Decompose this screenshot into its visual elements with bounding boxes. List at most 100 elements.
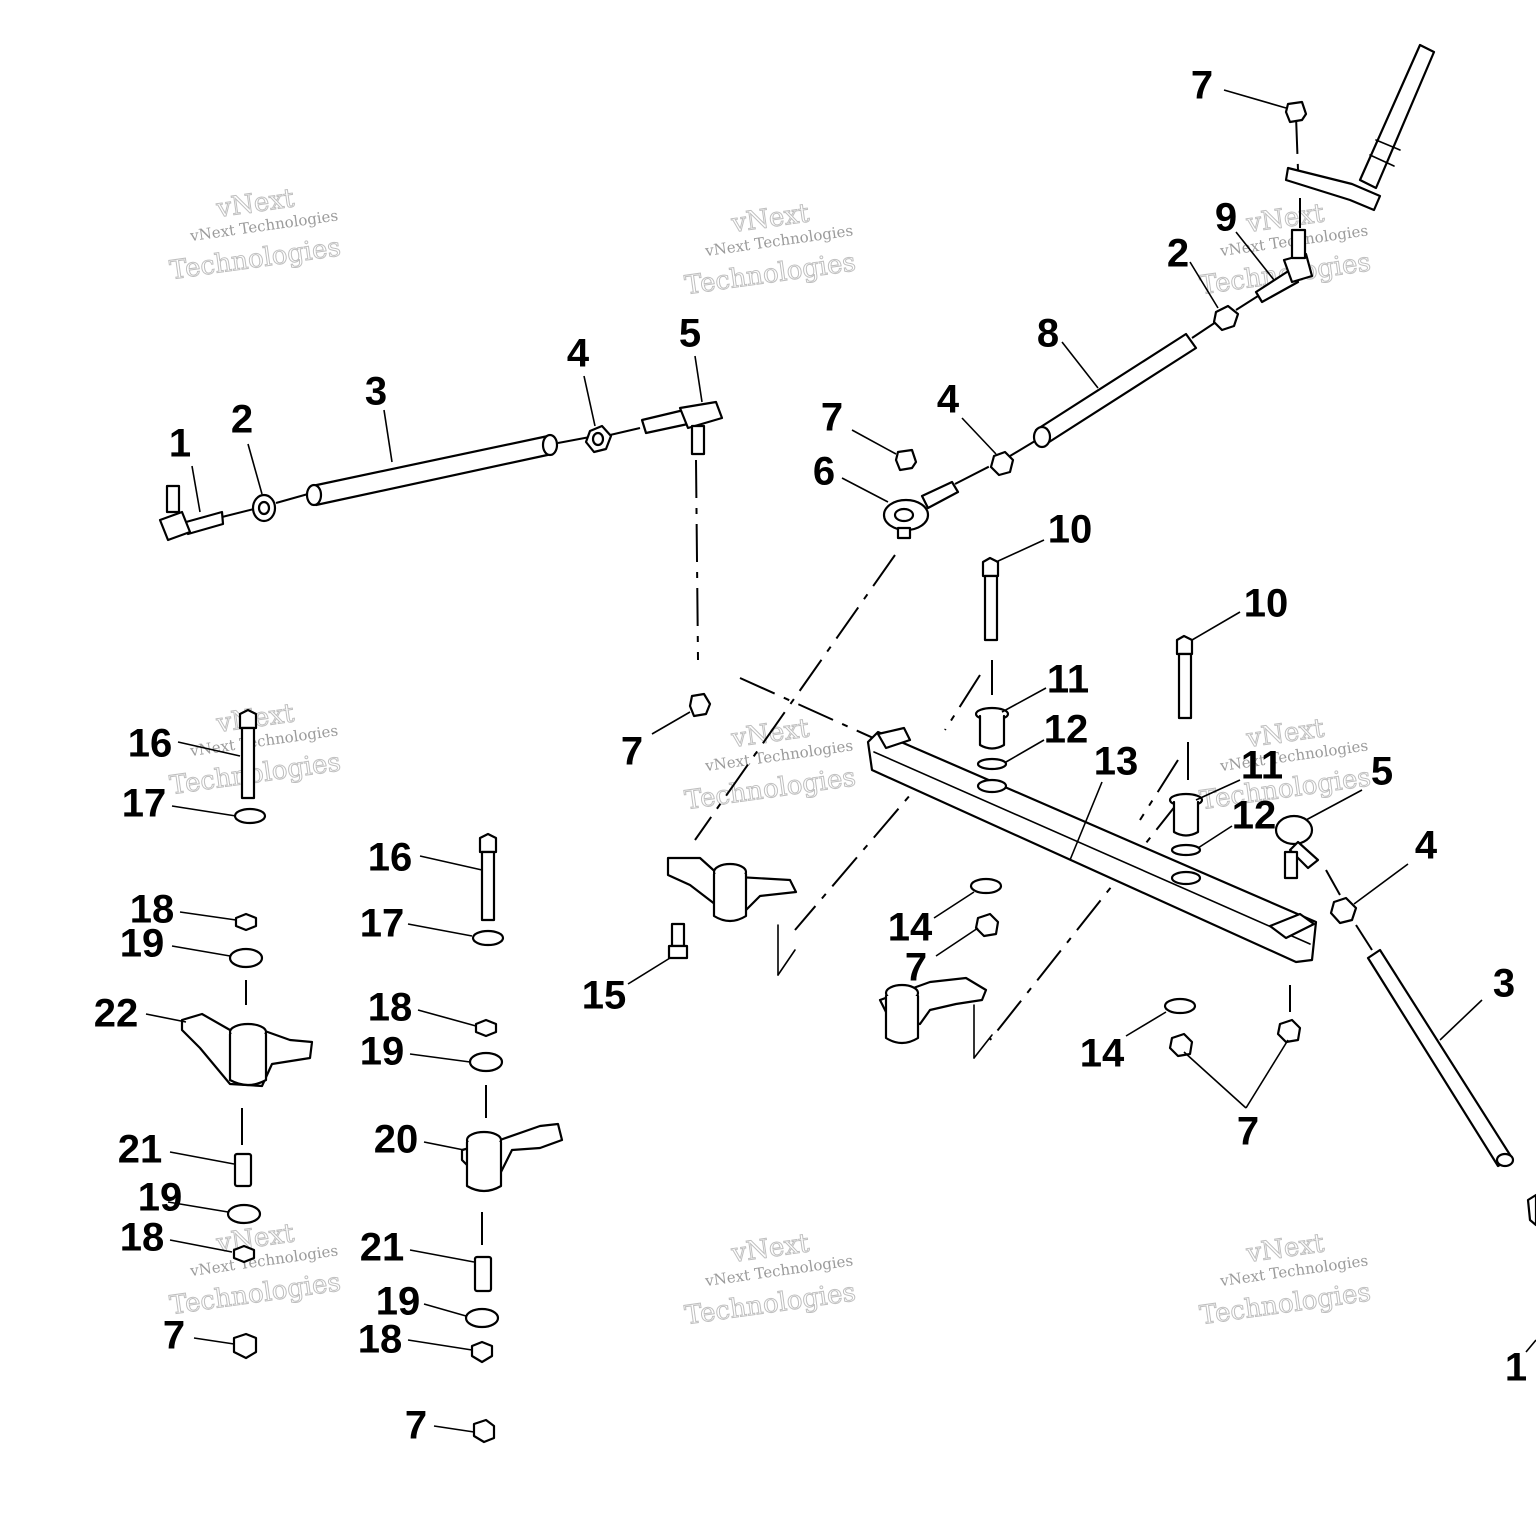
tie-rod-tube-end [1495, 1152, 1515, 1168]
leader-line [171, 805, 237, 817]
o-ring [1170, 843, 1202, 857]
callout-19: 19 [120, 922, 165, 966]
leader-line [1223, 89, 1287, 109]
watermark: vNext vNext Technologies Technologies [167, 183, 343, 287]
flat-washer [969, 877, 1003, 895]
center-line [1235, 295, 1259, 311]
callout-17: 17 [360, 902, 405, 946]
tie-rod-right [1366, 948, 1536, 1227]
ball-joint-stem [1254, 268, 1300, 304]
center-line [275, 493, 309, 504]
jam-nut [989, 450, 1015, 477]
bolt [478, 832, 498, 922]
leader-line [417, 1009, 477, 1027]
watermark: vNext vNext Technologies Technologies [1197, 1228, 1373, 1332]
tie-rod-end-stem [920, 480, 960, 510]
leader-line [1195, 779, 1241, 801]
callout-7: 7 [621, 730, 643, 774]
callout-7: 7 [1237, 1110, 1259, 1154]
tie-rod-end-body [678, 400, 724, 430]
lock-nut-body [688, 692, 712, 718]
spindle-bracket [878, 976, 988, 1045]
tie-rod-end-stud [1283, 850, 1299, 880]
tie-rod-tube [1366, 948, 1514, 1168]
center-line [557, 436, 591, 444]
center-line [609, 427, 641, 436]
leader-line [933, 891, 975, 919]
center-line [1295, 115, 1299, 171]
bolt-shank [983, 574, 999, 642]
leader-line [1245, 1039, 1289, 1109]
bolt-shank [1177, 652, 1193, 720]
lock-nut-body [894, 448, 918, 472]
lock-nut [474, 1018, 498, 1038]
spacer-washer [228, 947, 264, 969]
bushing [1168, 792, 1204, 837]
callout-labels: 1 2 3 4 5 7 6 4 8 2 9 7 10 10 11 12 13 1… [94, 64, 1527, 1448]
leader-line [407, 923, 473, 937]
jam-nut-body [1329, 896, 1358, 925]
tie-rod-end-stud [896, 526, 912, 540]
callout-17: 17 [122, 782, 167, 826]
o-ring [976, 757, 1008, 771]
callout-16: 16 [368, 836, 413, 880]
steering-shaft [1358, 43, 1436, 190]
callout-18: 18 [368, 986, 413, 1030]
flat-washer [233, 807, 267, 825]
bolt-head [238, 708, 258, 730]
jam-nut [251, 493, 277, 523]
jam-nut-hole [591, 431, 605, 447]
callout-14: 14 [1080, 1032, 1125, 1076]
callout-3: 3 [1493, 962, 1515, 1006]
tie-rod-end-center [640, 400, 724, 456]
callout-1: 1 [169, 422, 191, 466]
bolt [238, 708, 258, 800]
bushing-body [1172, 800, 1200, 837]
leader-line [419, 855, 483, 871]
tie-rod-end-body [158, 510, 192, 542]
jam-nut-hole [257, 500, 271, 516]
tie-rod-end-partial [1526, 1193, 1536, 1227]
callout-14: 14 [888, 906, 933, 950]
axle-channel-hole [976, 778, 1008, 794]
leader-line [171, 945, 231, 957]
callout-7: 7 [821, 396, 843, 440]
leader-line [1189, 261, 1219, 309]
center-line [694, 554, 896, 841]
spacer-washer [464, 1307, 500, 1329]
callout-12: 12 [1044, 708, 1089, 752]
leader-line [1353, 863, 1409, 905]
lock-nut [472, 1418, 496, 1444]
leader-line [1183, 1051, 1247, 1109]
tie-rod-end-eye [1274, 814, 1314, 846]
callout-9: 9 [1215, 196, 1237, 240]
callout-13: 13 [1094, 740, 1139, 784]
tie-rod-tube-end [305, 483, 323, 507]
watermark: vNext vNext Technologies Technologies [682, 1228, 858, 1332]
callout-10: 10 [1048, 508, 1093, 552]
tie-rod-tube-end [541, 433, 559, 457]
bushing-body [978, 714, 1006, 750]
lock-nut [894, 448, 918, 472]
spindle-bracket [460, 1122, 564, 1193]
axle-channel [866, 726, 1318, 964]
callout-7: 7 [405, 1404, 427, 1448]
bolt-shank [480, 850, 496, 922]
callout-10: 10 [1244, 582, 1289, 626]
center-line [989, 799, 1181, 1041]
leader-line [961, 417, 997, 455]
bolt-head [1175, 634, 1194, 656]
callout-8: 8 [1037, 312, 1059, 356]
bushing [974, 706, 1010, 750]
leader-line [1069, 781, 1103, 861]
leader-line [1125, 1011, 1167, 1037]
callout-19: 19 [138, 1176, 183, 1220]
lock-nut [232, 1244, 256, 1264]
leader-line [583, 375, 596, 427]
leader-line [167, 1201, 229, 1213]
callout-15: 15 [582, 974, 627, 1018]
callout-19: 19 [360, 1030, 405, 1074]
leader-line [1191, 611, 1241, 641]
watermark: vNext vNext Technologies Technologies [682, 198, 858, 302]
